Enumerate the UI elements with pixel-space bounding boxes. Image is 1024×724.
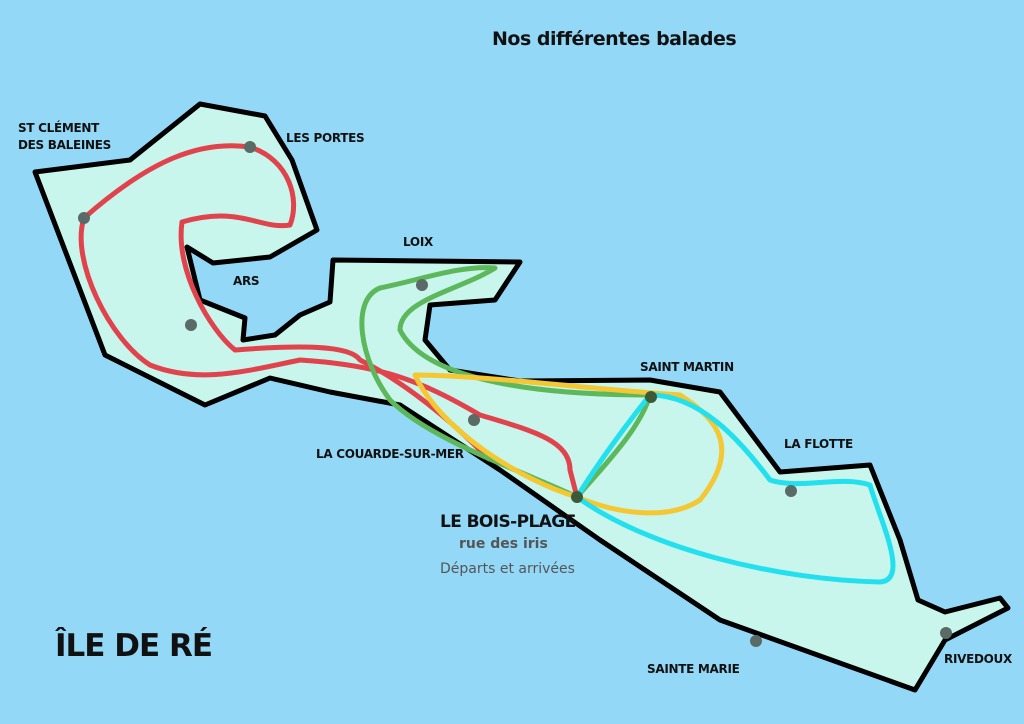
label-des-baleines: DES BALEINES xyxy=(18,138,112,152)
label-st-clement: ST CLÉMENT xyxy=(18,121,100,135)
label-la-flotte: LA FLOTTE xyxy=(784,437,853,451)
town-dot xyxy=(645,391,657,403)
town-dot xyxy=(785,485,797,497)
start-street: rue des iris xyxy=(459,536,548,552)
town-dot xyxy=(78,212,90,224)
label-rivedoux: RIVEDOUX xyxy=(944,652,1012,666)
island-outline xyxy=(32,101,1011,693)
red-route xyxy=(78,143,580,498)
label-sainte-marie: SAINTE MARIE xyxy=(647,662,740,676)
town-dot xyxy=(468,414,480,426)
start-dot xyxy=(571,491,583,503)
town-dot xyxy=(416,279,428,291)
town-dot xyxy=(244,141,256,153)
green-route xyxy=(359,265,653,500)
town-dot xyxy=(185,319,197,331)
town-dot xyxy=(940,627,952,639)
start-note: Départs et arrivées xyxy=(440,561,575,577)
yellow-route xyxy=(412,372,725,516)
label-les-portes: LES PORTES xyxy=(286,131,365,145)
town-dots xyxy=(78,141,952,647)
label-ars: ARS xyxy=(233,274,260,288)
label-loix: LOIX xyxy=(403,235,433,249)
town-dot xyxy=(750,635,762,647)
label-la-couarde: LA COUARDE-SUR-MER xyxy=(316,447,464,461)
island-name: ÎLE DE RÉ xyxy=(55,628,213,664)
start-location-name: LE BOIS-PLAGE xyxy=(440,512,576,532)
map-title: Nos différentes balades xyxy=(492,28,737,50)
label-saint-martin: SAINT MARTIN xyxy=(640,360,734,374)
